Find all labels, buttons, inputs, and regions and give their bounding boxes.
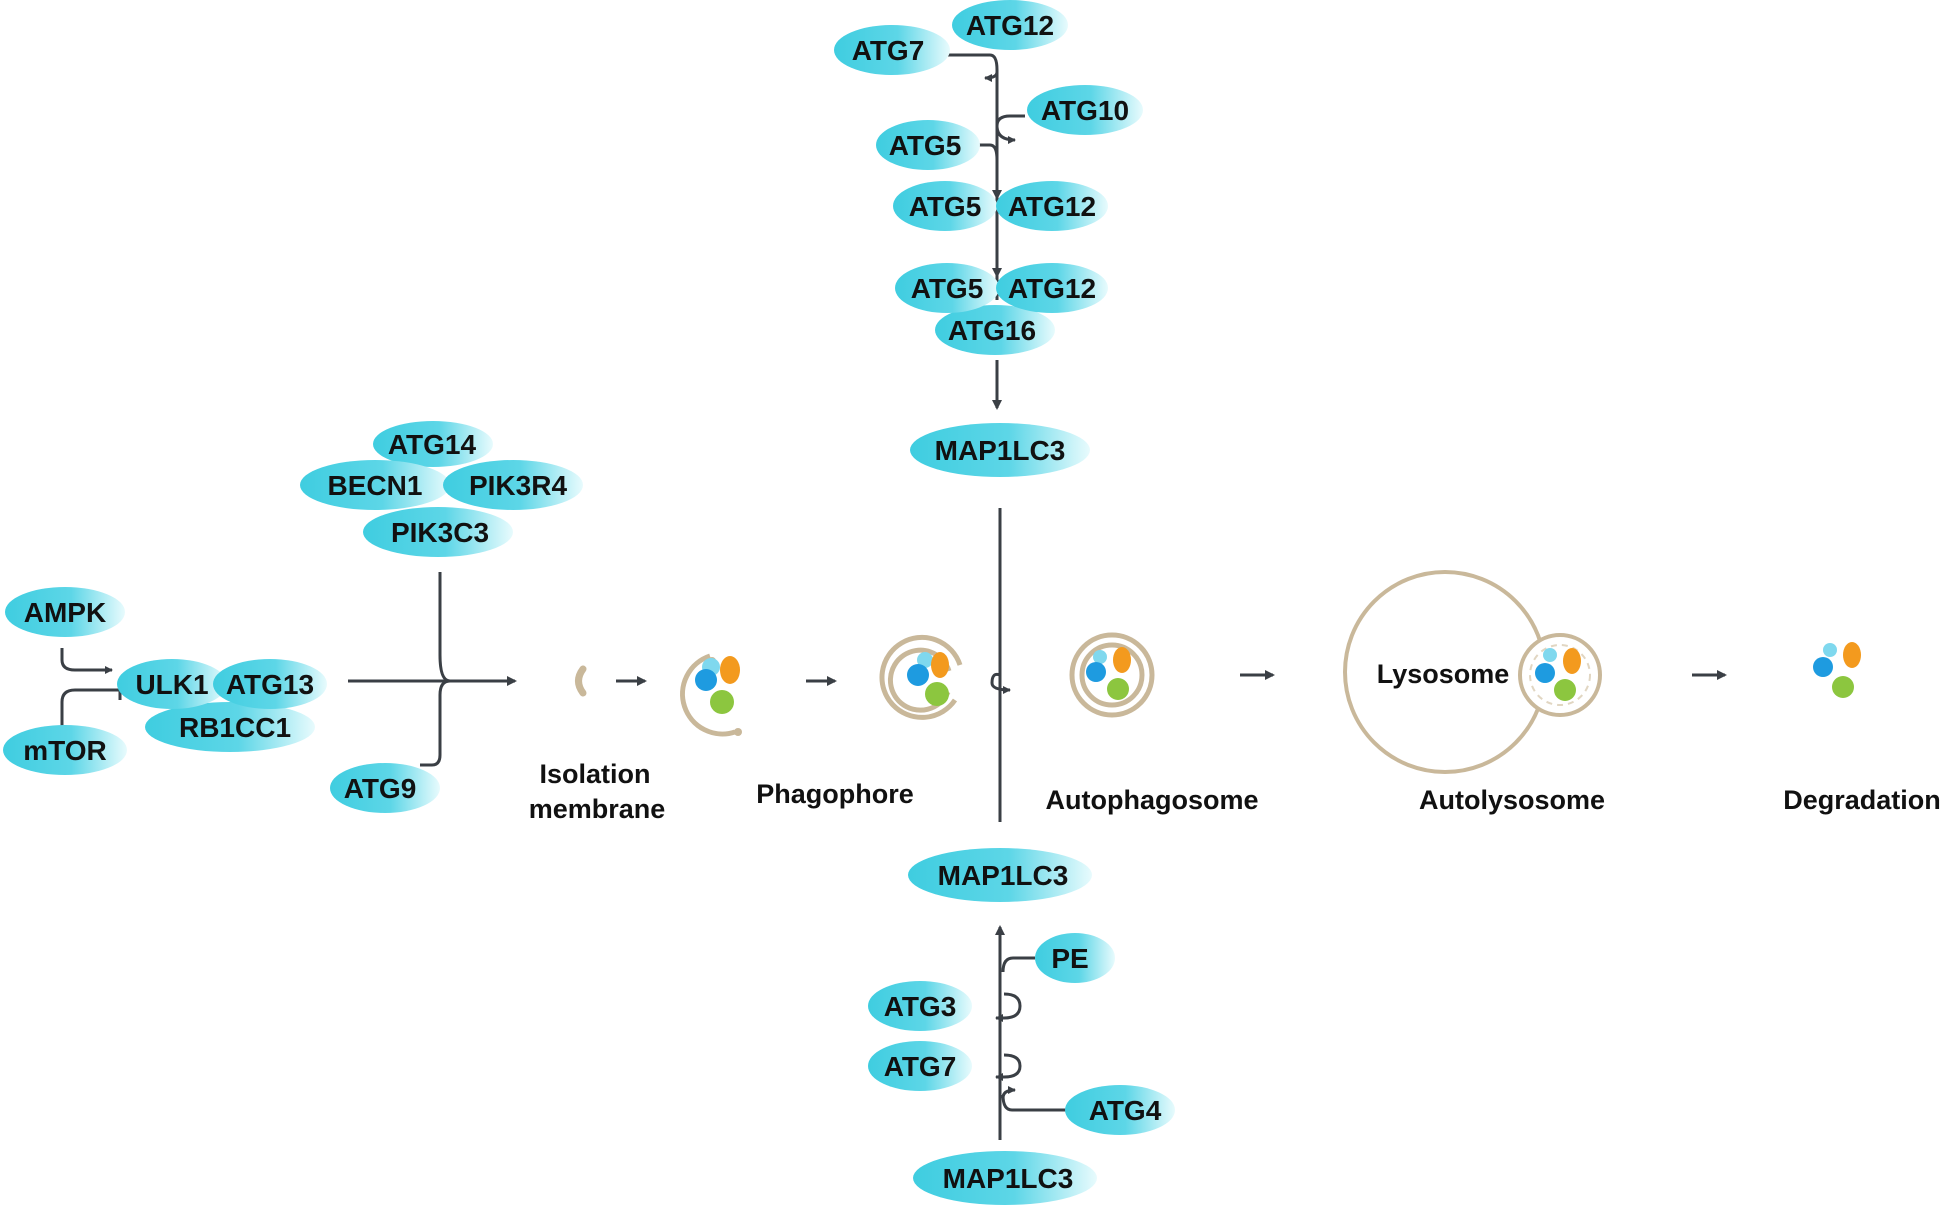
svg-text:ULK1: ULK1 — [135, 669, 208, 700]
autophagosome-label: Autophagosome — [1046, 785, 1259, 815]
atg16-node: ATG16 — [935, 305, 1055, 355]
cargo-dot-icon — [695, 669, 717, 691]
svg-text:ATG12: ATG12 — [966, 10, 1054, 41]
cargo-dot-icon — [1535, 663, 1555, 683]
map1lc3-bottom-node: MAP1LC3 — [913, 1151, 1097, 1205]
svg-text:RB1CC1: RB1CC1 — [179, 712, 291, 743]
cargo-dot-icon — [917, 652, 933, 668]
pe-node: PE — [1035, 933, 1115, 983]
lysosome-label: Lysosome — [1377, 659, 1510, 689]
svg-text:AMPK: AMPK — [24, 597, 106, 628]
svg-text:ATG5: ATG5 — [889, 130, 962, 161]
cargo-dot-icon — [710, 690, 734, 714]
svg-text:ATG7: ATG7 — [884, 1051, 957, 1082]
cargo-dot-icon — [1832, 676, 1854, 698]
svg-text:ATG4: ATG4 — [1089, 1095, 1162, 1126]
cargo-dot-icon — [1093, 650, 1107, 664]
svg-text:ATG14: ATG14 — [388, 429, 477, 460]
svg-text:MAP1LC3: MAP1LC3 — [943, 1163, 1074, 1194]
pik3r4-node: PIK3R4 — [443, 460, 583, 510]
atg4-node: ATG4 — [1065, 1085, 1175, 1135]
mitochondrion-icon — [1113, 647, 1131, 673]
svg-text:ATG7: ATG7 — [852, 35, 925, 66]
mitochondrion-icon — [720, 656, 740, 684]
mtor-node: mTOR — [3, 725, 127, 775]
svg-text:ATG13: ATG13 — [226, 669, 314, 700]
ulk1-node: ULK1 — [117, 659, 227, 709]
cargo-dot-icon — [1554, 679, 1576, 701]
svg-text:ATG16: ATG16 — [948, 315, 1036, 346]
svg-text:ATG10: ATG10 — [1041, 95, 1129, 126]
degradation-illustration — [1813, 642, 1861, 698]
svg-text:ATG12: ATG12 — [1008, 191, 1096, 222]
svg-text:PE: PE — [1051, 943, 1088, 974]
svg-text:ATG5: ATG5 — [909, 191, 982, 222]
svg-text:MAP1LC3: MAP1LC3 — [935, 435, 1066, 466]
svg-text:ATG9: ATG9 — [344, 773, 417, 804]
mitochondrion-icon — [1843, 642, 1861, 668]
atg5-node-a: ATG5 — [876, 120, 980, 170]
ampk-node: AMPK — [5, 587, 125, 637]
atg3-node: ATG3 — [868, 981, 972, 1031]
atg12-node-b: ATG12 — [996, 181, 1108, 231]
atg5-node-c: ATG5 — [895, 263, 999, 313]
cargo-dot-icon — [1107, 678, 1129, 700]
map1lc3-mid-node: MAP1LC3 — [908, 848, 1092, 902]
map1lc3-top-node: MAP1LC3 — [910, 423, 1090, 477]
atg14-node: ATG14 — [373, 421, 493, 467]
connector-lines — [60, 53, 1727, 1140]
atg12-node-c: ATG12 — [996, 263, 1108, 313]
atg7-top-node: ATG7 — [834, 25, 950, 75]
mitochondrion-icon — [1563, 648, 1581, 674]
pik3c3-node: PIK3C3 — [363, 507, 513, 557]
cargo-dot-icon — [1813, 657, 1833, 677]
atg12-top-node: ATG12 — [952, 0, 1068, 50]
atg7-bottom-node: ATG7 — [868, 1041, 972, 1091]
atg9-node: ATG9 — [330, 763, 440, 813]
svg-text:PIK3C3: PIK3C3 — [391, 517, 489, 548]
svg-text:MAP1LC3: MAP1LC3 — [938, 860, 1069, 891]
isolation-label-line1: Isolation — [539, 759, 650, 789]
phagophore-illustration — [879, 634, 963, 720]
svg-text:ATG5: ATG5 — [911, 273, 984, 304]
atg13-node: ATG13 — [213, 659, 327, 709]
svg-text:PIK3R4: PIK3R4 — [469, 470, 567, 501]
phagophore-stage-1-illustration — [680, 653, 742, 737]
protein-nodes: ATG12 ATG7 ATG10 ATG5 ATG5 ATG12 ATG16 — [3, 0, 1175, 1205]
degradation-label: Degradation — [1783, 785, 1941, 815]
stage-labels: Isolation membrane Phagophore Autophagos… — [529, 659, 1941, 824]
phagophore-label: Phagophore — [756, 779, 914, 809]
autophagosome-illustration — [1069, 632, 1155, 718]
isolation-label-line2: membrane — [529, 794, 666, 824]
cargo-dot-icon — [907, 664, 929, 686]
cargo-dot-icon — [1086, 662, 1106, 682]
cargo-dot-icon — [1823, 643, 1837, 657]
atg10-node: ATG10 — [1027, 85, 1143, 135]
svg-text:ATG12: ATG12 — [1008, 273, 1096, 304]
svg-text:ATG3: ATG3 — [884, 991, 957, 1022]
svg-text:BECN1: BECN1 — [328, 470, 423, 501]
becn1-node: BECN1 — [300, 460, 450, 510]
autolysosome-illustration — [1343, 570, 1602, 774]
isolation-membrane-illustration — [575, 665, 587, 697]
cargo-dot-icon — [925, 682, 949, 706]
rb1cc1-node: RB1CC1 — [145, 702, 315, 752]
svg-text:mTOR: mTOR — [23, 735, 107, 766]
autolysosome-label: Autolysosome — [1419, 785, 1605, 815]
mitochondrion-icon — [931, 652, 949, 678]
atg5-node-b: ATG5 — [893, 181, 997, 231]
cargo-dot-icon — [1543, 648, 1557, 662]
